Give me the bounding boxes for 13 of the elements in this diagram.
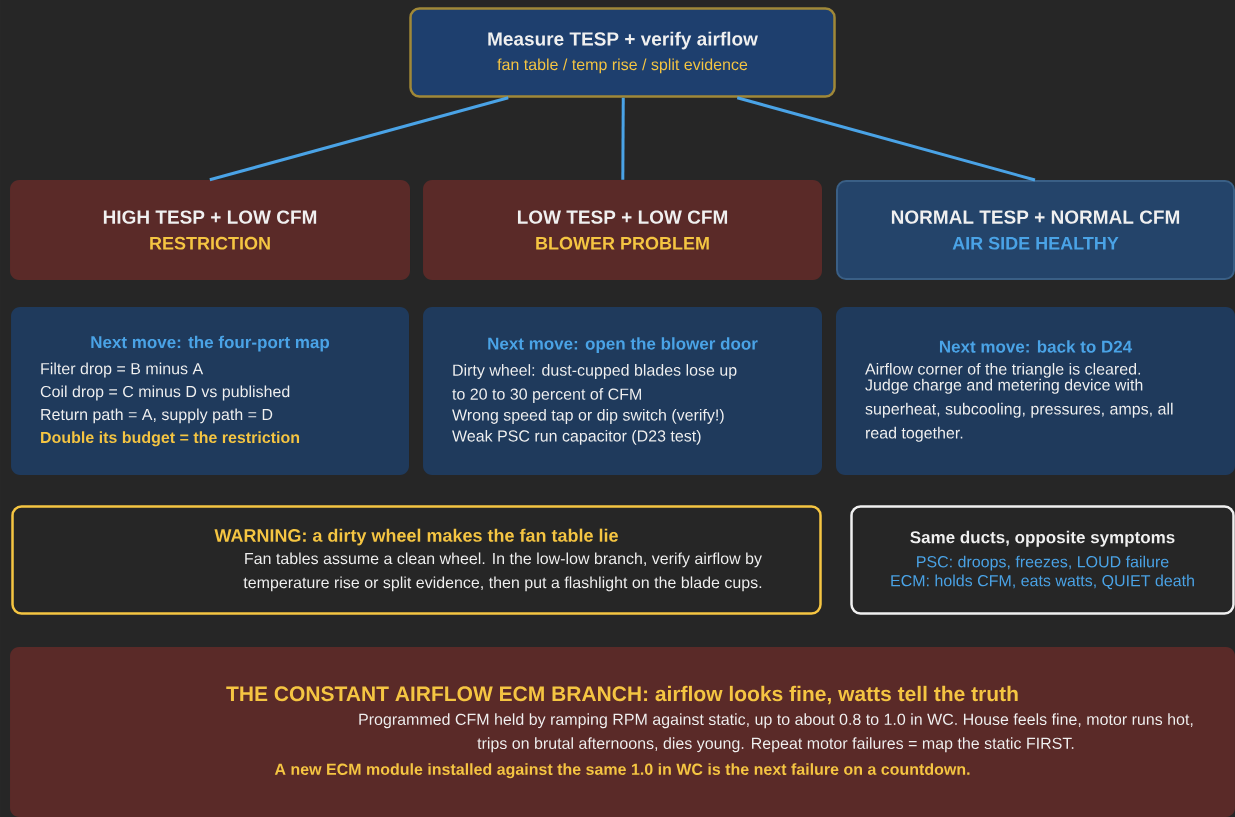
comparison-box: Same ducts, opposite symptoms PSC: droops, freezes, LOUD failure ECM: holds CFM, eats watts, QUIET death: [850, 505, 1235, 615]
diagnosis-box: LOW TESP + LOW CFM BLOWER PROBLEM: [423, 180, 822, 280]
measurement-box: Measure TESP + verify airflow fan table / temp rise / split evidence: [409, 7, 836, 98]
warning-box: WARNING: a dirty wheel makes the fan table lie Fan tables assume a clean wheel. In the low-low branch, verify airflow by temperature rise or split evidence, then put a flashlight on the blade cups.: [11, 505, 822, 615]
connector-line: [621, 97, 625, 180]
connector-line: [736, 96, 1036, 182]
connector-line: [209, 96, 509, 182]
next-step-card: Next move: back to D24 Airflow corner of the triangle is cleared. Judge charge and metering device with superheat, subcooling, pressures, amps, all read together.: [836, 307, 1235, 475]
summary-banner: THE CONSTANT AIRFLOW ECM BRANCH: airflow looks fine, watts tell the truth Programmed CFM held by ramping RPM against static, up to about 0.8 to 1.0 in WC. House feels fine, motor runs hot, trips on brutal afternoons, dies young. Repeat motor failures = map the static FIRST. A new ECM module installed against the same 1.0 in WC is the next failure on a countdown.: [10, 647, 1235, 817]
next-step-card: Next move: the four-port map Filter drop = B minus A Coil drop = C minus D vs published Return path = A, supply path = D Double its budget = the restriction: [11, 307, 409, 475]
diagnosis-box: HIGH TESP + LOW CFM RESTRICTION: [10, 180, 410, 280]
next-step-card: Next move: open the blower door Dirty wheel: dust-cupped blades lose up to 20 to 30 percent of CFM Wrong speed tap or dip switch (verify!) Weak PSC run capacitor (D23 test): [423, 307, 822, 475]
diagnosis-box: NORMAL TESP + NORMAL CFM AIR SIDE HEALTHY: [836, 180, 1235, 280]
